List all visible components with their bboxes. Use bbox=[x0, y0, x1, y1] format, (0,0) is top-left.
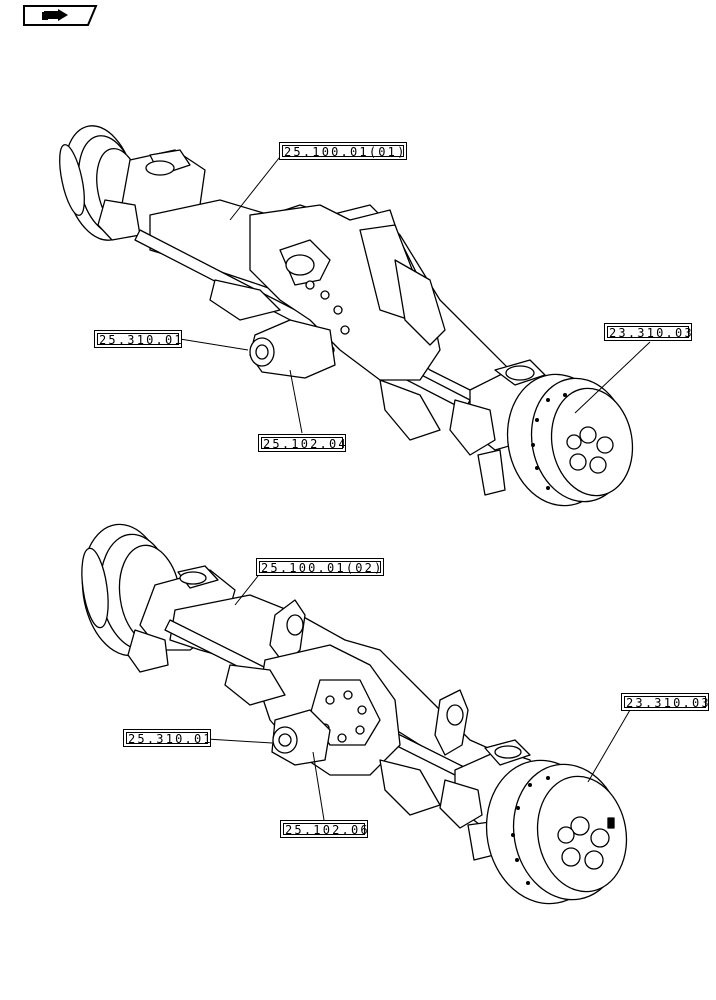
callout-upper-pinion[interactable]: 25.310.01 bbox=[94, 330, 182, 348]
lower-leader-lines bbox=[206, 575, 631, 821]
callout-lower-pinion[interactable]: 25.310.01 bbox=[123, 729, 211, 747]
lower-right-hub bbox=[485, 759, 628, 905]
upper-leader-lines bbox=[179, 152, 651, 434]
callout-upper-hub[interactable]: 23.310.03 bbox=[604, 323, 692, 341]
callout-upper-differential[interactable]: 25.102.04 bbox=[258, 434, 346, 452]
upper-right-hub bbox=[506, 373, 634, 507]
lower-axle-drawing bbox=[81, 523, 628, 905]
page-back-icon bbox=[23, 5, 98, 26]
nav-back-button[interactable] bbox=[21, 4, 97, 26]
callout-upper-axle-housing[interactable]: 25.100.01(01) bbox=[279, 142, 407, 160]
callout-lower-hub[interactable]: 23.310.03 bbox=[621, 693, 709, 711]
callout-lower-differential[interactable]: 25.102.06 bbox=[280, 820, 368, 838]
callout-lower-axle-housing[interactable]: 25.100.01(02) bbox=[256, 558, 384, 576]
upper-axle-drawing bbox=[59, 125, 634, 507]
